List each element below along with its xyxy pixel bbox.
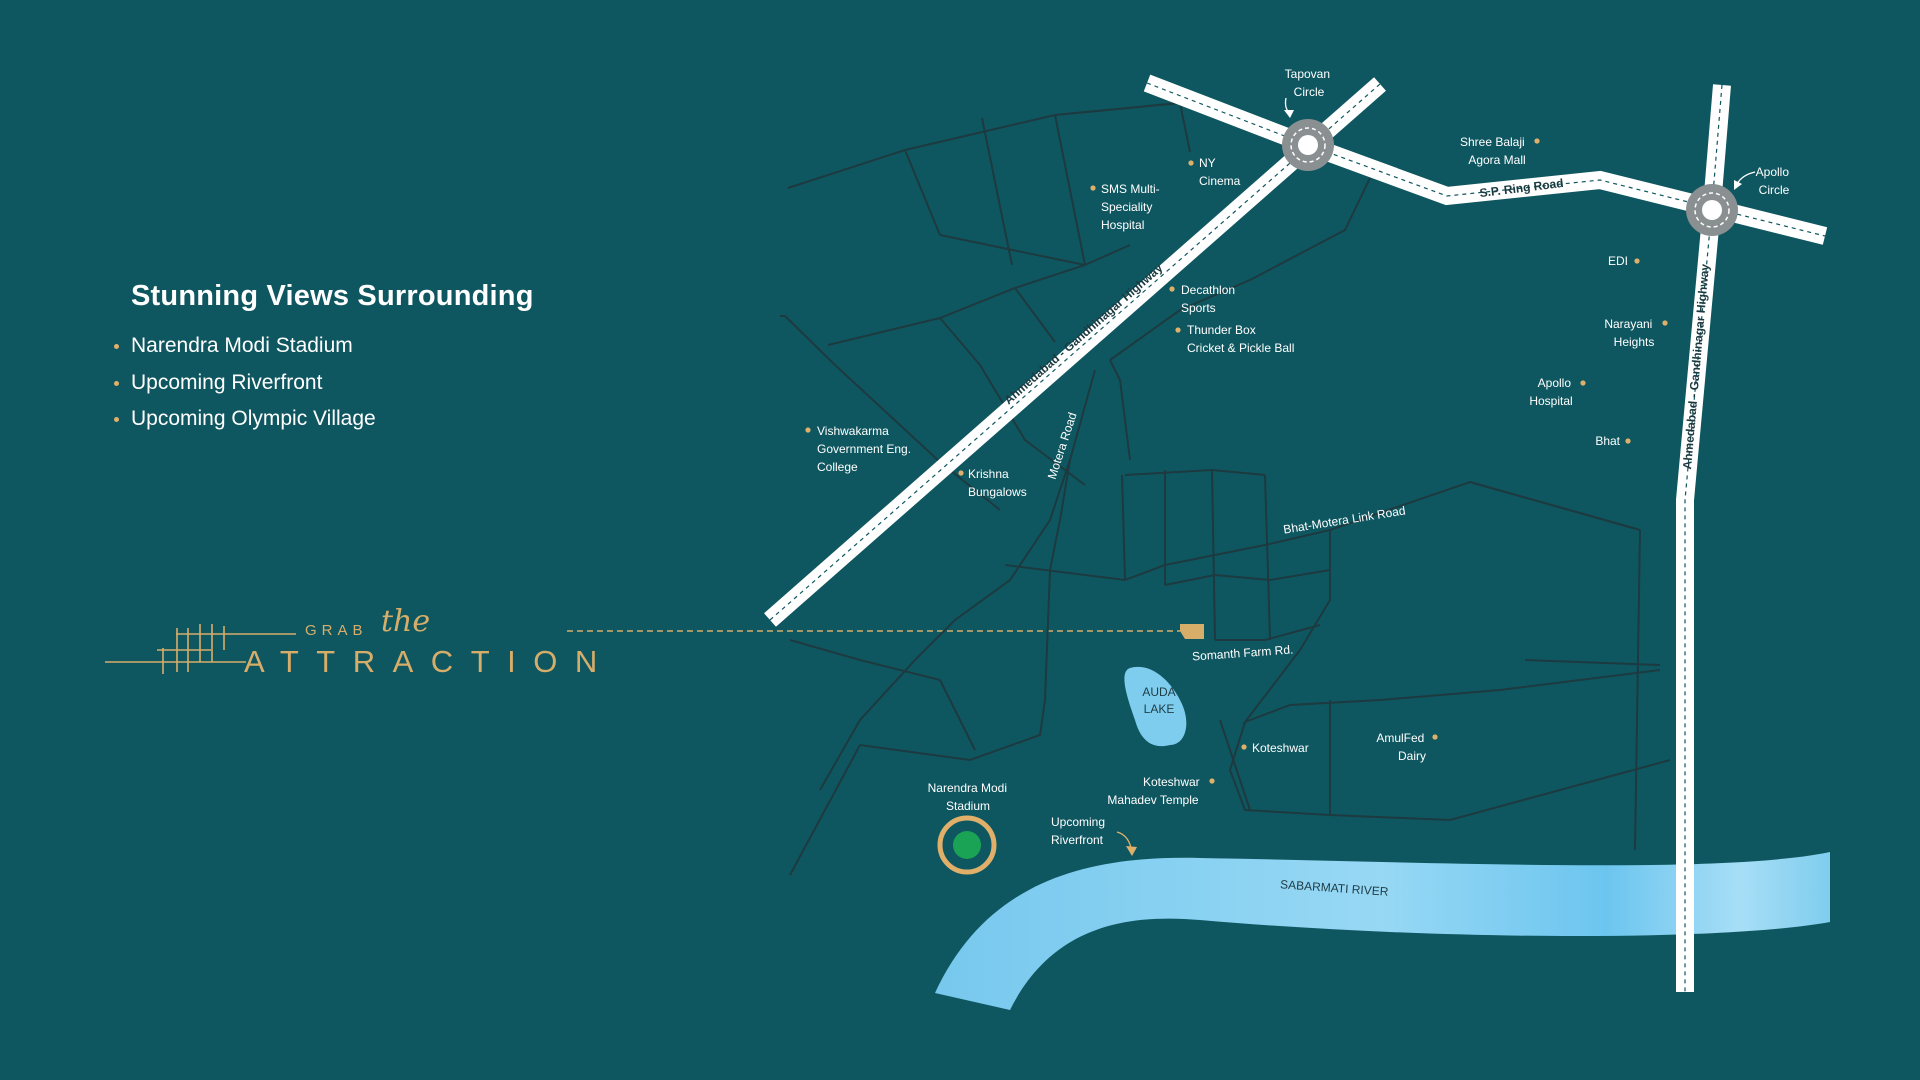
bhat-motera-label: Bhat-Motera Link Road [1282,503,1406,536]
landmark-dots [805,138,1668,784]
apollo-circle-label: Apollo Circle [1756,165,1793,197]
sabarmati-river [935,852,1830,1010]
landmark-edi: EDI [1608,254,1628,268]
tapovan-roundabout [1282,119,1334,171]
landmark-narayani: Narayani Heights [1604,317,1655,349]
apollo-arrow [1736,171,1756,185]
highway-nw [764,77,1386,627]
riverfront-arrow-head [1126,846,1137,856]
lake-label-line1: AUDA [1142,685,1175,699]
landmark-labels: NY Cinema SMS Multi- Speciality Hospital… [817,135,1655,847]
somanth-farm-label: Somanth Farm Rd. [1192,642,1294,663]
logo-line-icon [105,624,296,674]
apollo-arrow-head [1734,180,1742,190]
highway-nw-label: Ahmedabad - Gandhinagar Highway [1001,261,1165,408]
landmark-thunder-box: Thunder Box Cricket & Pickle Ball [1187,323,1294,355]
page-heading: Stunning Views Surrounding [131,280,534,312]
auda-lake [1124,666,1187,747]
landmark-apollo-hospital: Apollo Hospital [1529,376,1574,408]
project-site-marker [1180,624,1204,639]
lake-label-line2: LAKE [1144,702,1175,716]
logo-grab-text: GRAB [305,622,368,639]
landmark-koteshwar: Koteshwar [1252,741,1309,755]
highway-ne-label: Ahmedabad - Gandhinagar Highway [1680,263,1712,470]
landmark-shree-balaji: Shree Balaji Agora Mall [1460,135,1528,167]
landmark-bhat: Bhat [1595,434,1620,448]
logo-the-text: the [381,604,431,639]
logo-attraction-text: ATTRACTION [244,644,615,679]
tapovan-label: Tapovan Circle [1285,67,1334,99]
landmark-krishna: Krishna Bungalows [968,467,1027,499]
landmark-vishwakarma: Vishwakarma Government Eng. College [817,424,914,474]
landmark-amulfed: AmulFed Dairy [1376,731,1427,763]
landmark-ny-cinema: NY Cinema [1199,156,1241,188]
landmark-koteshwar-temple: Koteshwar Mahadev Temple [1107,775,1203,807]
sp-ring-road [1143,74,1828,245]
feature-list: Narendra Modi Stadium Upcoming Riverfron… [112,328,376,438]
landmark-sms-hospital: SMS Multi- Speciality Hospital [1101,182,1163,232]
apollo-roundabout [1686,184,1738,236]
landmark-stadium: Narendra Modi Stadium [928,781,1011,813]
feature-item-olympic: Upcoming Olympic Village [112,401,376,438]
stadium-marker-core [953,831,981,859]
highway-ne [1676,84,1731,992]
landmark-decathlon: Decathlon Sports [1181,283,1238,315]
riverfront-arrow [1116,831,1132,849]
tapovan-arrow-head [1284,110,1294,118]
feature-item-stadium: Narendra Modi Stadium [112,328,376,365]
feature-item-riverfront: Upcoming Riverfront [112,365,376,402]
street-network [780,102,1671,876]
landmark-riverfront: Upcoming Riverfront [1051,815,1108,847]
